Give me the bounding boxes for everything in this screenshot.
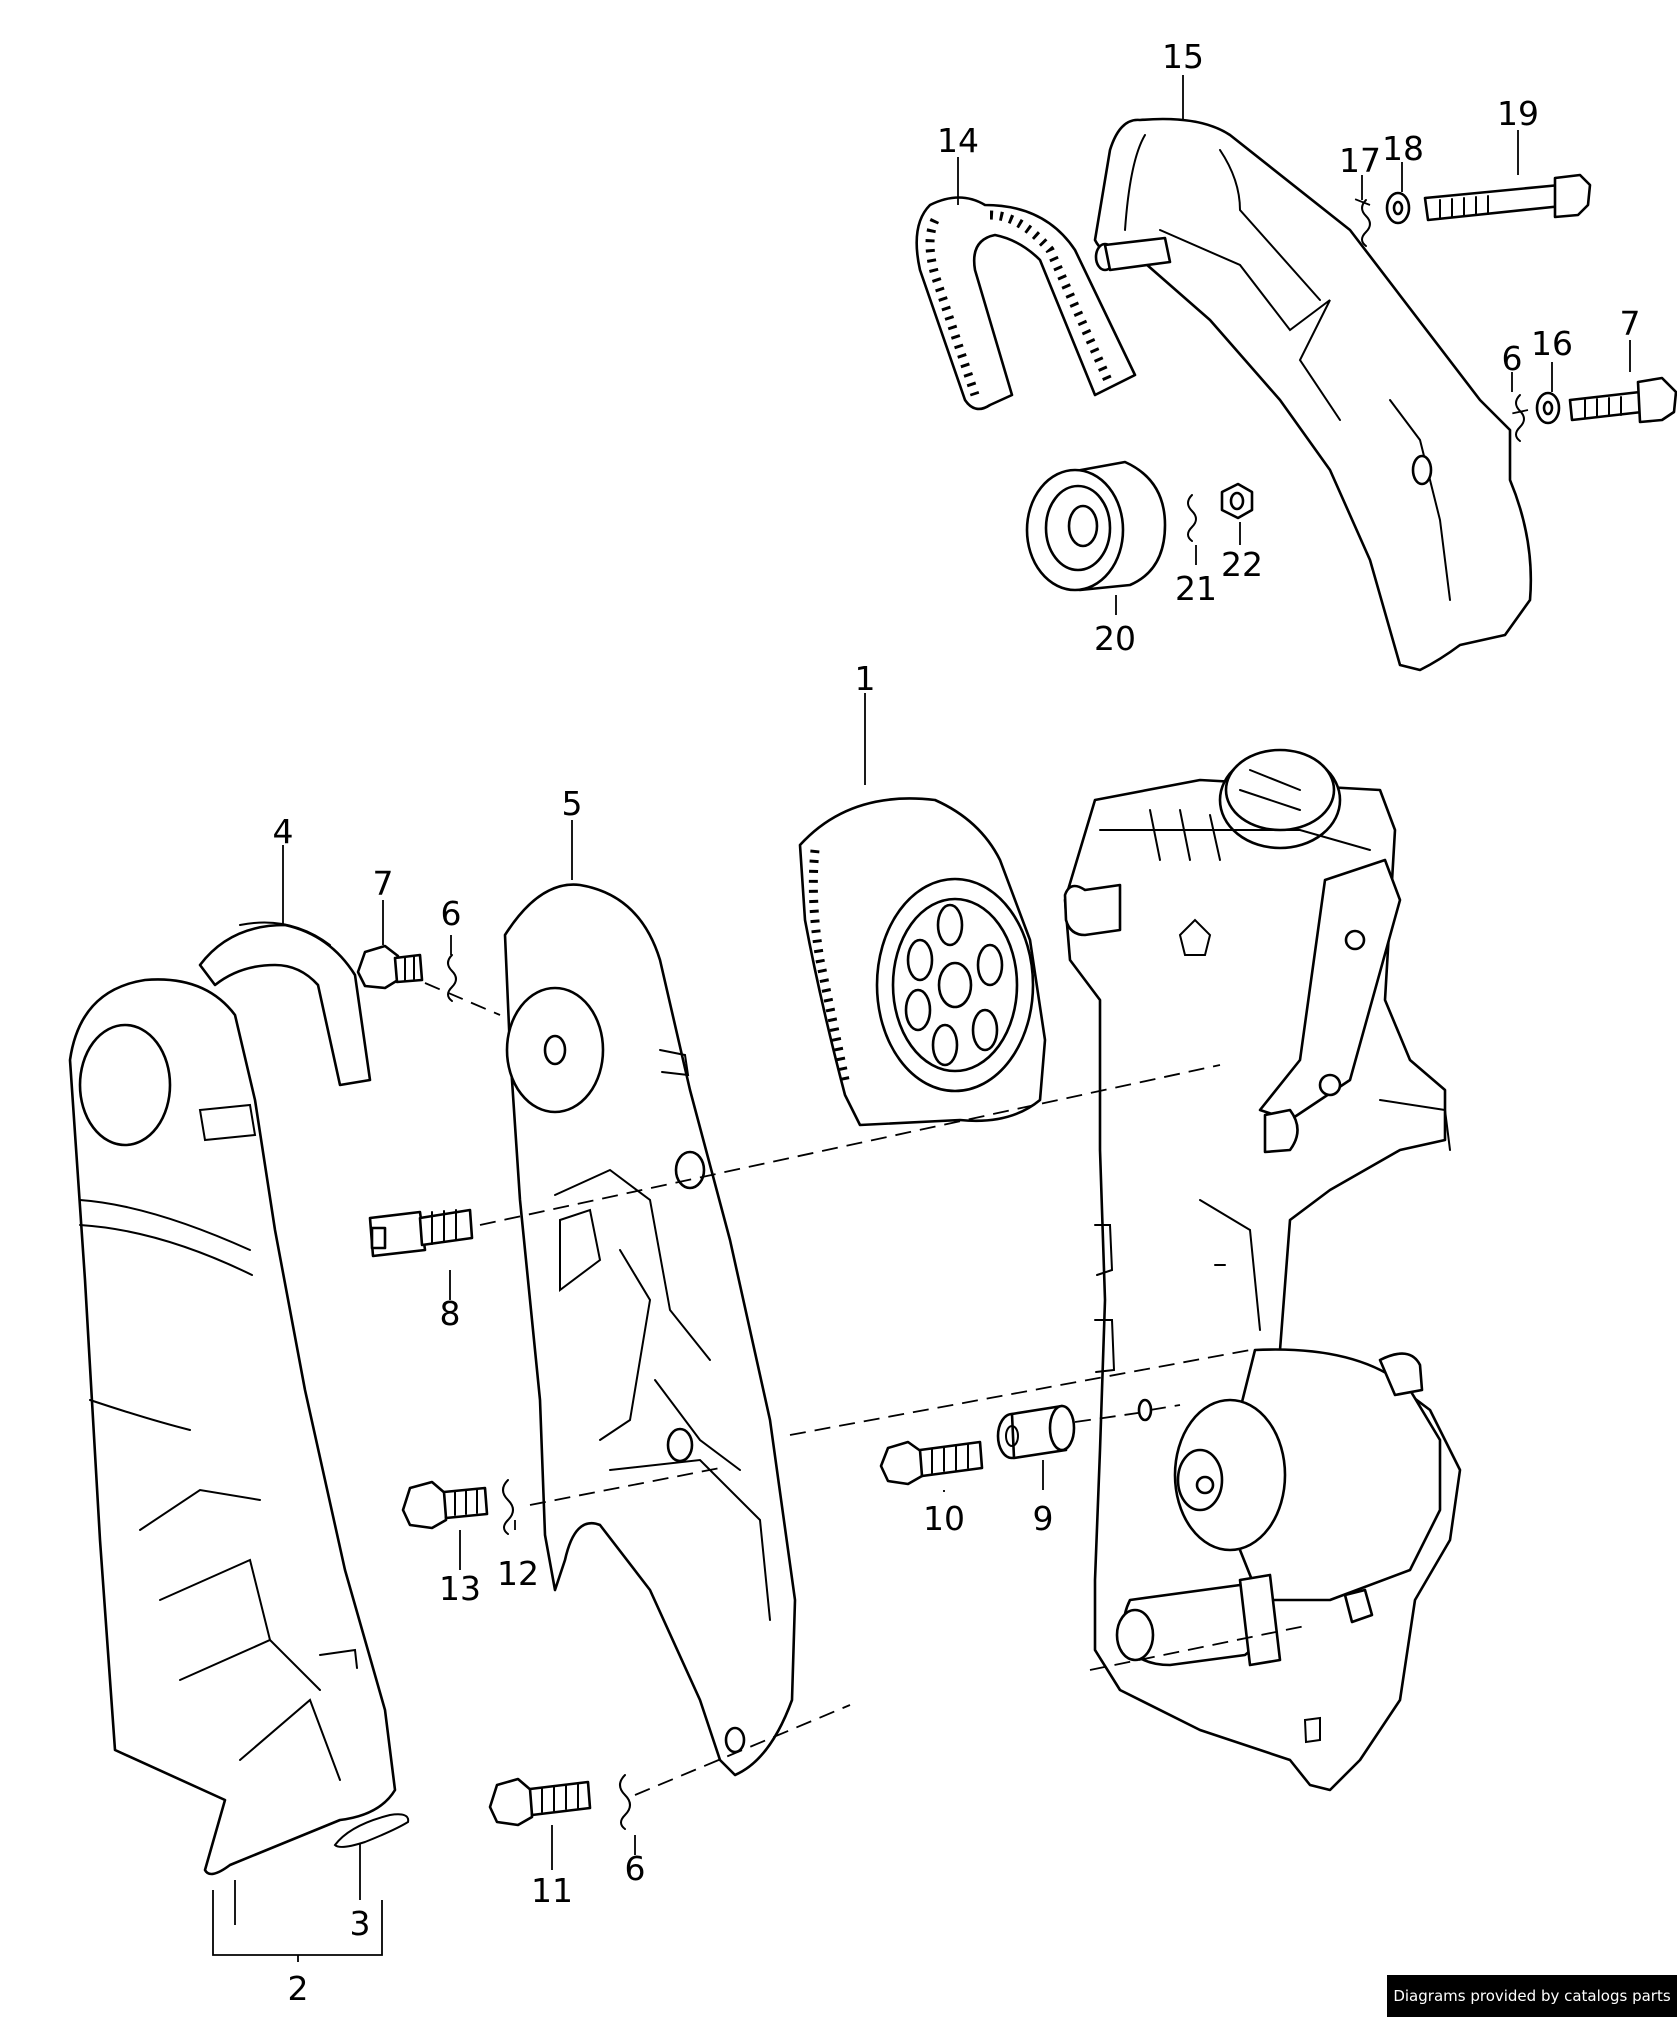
spring-washer-21 bbox=[1187, 494, 1197, 542]
spring-washer-12 bbox=[502, 1479, 514, 1535]
callout-18: 18 bbox=[1382, 129, 1424, 168]
stud-8 bbox=[368, 1208, 474, 1258]
sleeve-9 bbox=[996, 1404, 1076, 1460]
callout-9: 9 bbox=[1033, 1499, 1054, 1538]
spring-washer-6-bottom bbox=[619, 1774, 631, 1830]
callout-22: 22 bbox=[1221, 545, 1263, 584]
callout-10: 10 bbox=[923, 1499, 965, 1538]
callout-17: 17 bbox=[1339, 141, 1381, 180]
watermark-credit: Diagrams provided by catalogs parts bbox=[1387, 1975, 1677, 2017]
callout-1: 1 bbox=[855, 659, 876, 698]
callout-5: 5 bbox=[562, 784, 583, 823]
clip-3 bbox=[333, 1813, 410, 1848]
callout-labels: 1 2 3 4 5 6 6 6 7 7 8 9 10 11 12 13 14 1… bbox=[273, 37, 1641, 2008]
callout-7-upper: 7 bbox=[1620, 304, 1641, 343]
callout-13: 13 bbox=[439, 1569, 481, 1608]
lower-timing-belt-cover bbox=[68, 978, 397, 1876]
callout-21: 21 bbox=[1175, 569, 1217, 608]
timing-belt-upper bbox=[915, 196, 1137, 411]
bolt-19 bbox=[1423, 173, 1592, 222]
small-washer-near-9 bbox=[1137, 1398, 1153, 1422]
callout-3: 3 bbox=[350, 1904, 371, 1943]
callout-12: 12 bbox=[497, 1554, 539, 1593]
callout-2: 2 bbox=[288, 1969, 309, 2008]
callout-6-upper: 6 bbox=[1502, 339, 1523, 378]
bolt-13 bbox=[401, 1480, 489, 1530]
callout-20: 20 bbox=[1094, 619, 1136, 658]
callout-16: 16 bbox=[1531, 324, 1573, 363]
cover-segment-4 bbox=[198, 921, 372, 1087]
upper-timing-belt-cover bbox=[1093, 117, 1533, 672]
spring-washer-6-upper bbox=[1515, 394, 1525, 442]
callout-15: 15 bbox=[1162, 37, 1204, 76]
nut-22 bbox=[1220, 482, 1254, 520]
callout-7-lower: 7 bbox=[373, 864, 394, 903]
callout-6-bottom: 6 bbox=[625, 1849, 646, 1888]
callout-14: 14 bbox=[937, 121, 979, 160]
spring-washer-6-left bbox=[447, 954, 457, 1002]
bolt-11 bbox=[488, 1777, 592, 1827]
tensioner-pulley bbox=[1025, 460, 1167, 592]
callout-8: 8 bbox=[440, 1294, 461, 1333]
bolt-7-lower bbox=[356, 944, 424, 990]
alignment-lines bbox=[424, 197, 1529, 1796]
timing-belt-gear-1 bbox=[798, 797, 1047, 1127]
bolt-10 bbox=[879, 1440, 984, 1486]
inner-cover-5 bbox=[503, 883, 797, 1777]
bolt-7-upper bbox=[1568, 376, 1677, 424]
callout-6-left: 6 bbox=[441, 894, 462, 933]
leader-lines bbox=[212, 75, 1631, 1962]
washer-18 bbox=[1385, 191, 1411, 225]
callout-19: 19 bbox=[1497, 94, 1539, 133]
spring-washer-17 bbox=[1361, 199, 1371, 247]
callout-4: 4 bbox=[273, 812, 294, 851]
washer-16 bbox=[1535, 391, 1561, 425]
callout-11: 11 bbox=[531, 1871, 573, 1910]
engine-block bbox=[1063, 748, 1462, 1792]
